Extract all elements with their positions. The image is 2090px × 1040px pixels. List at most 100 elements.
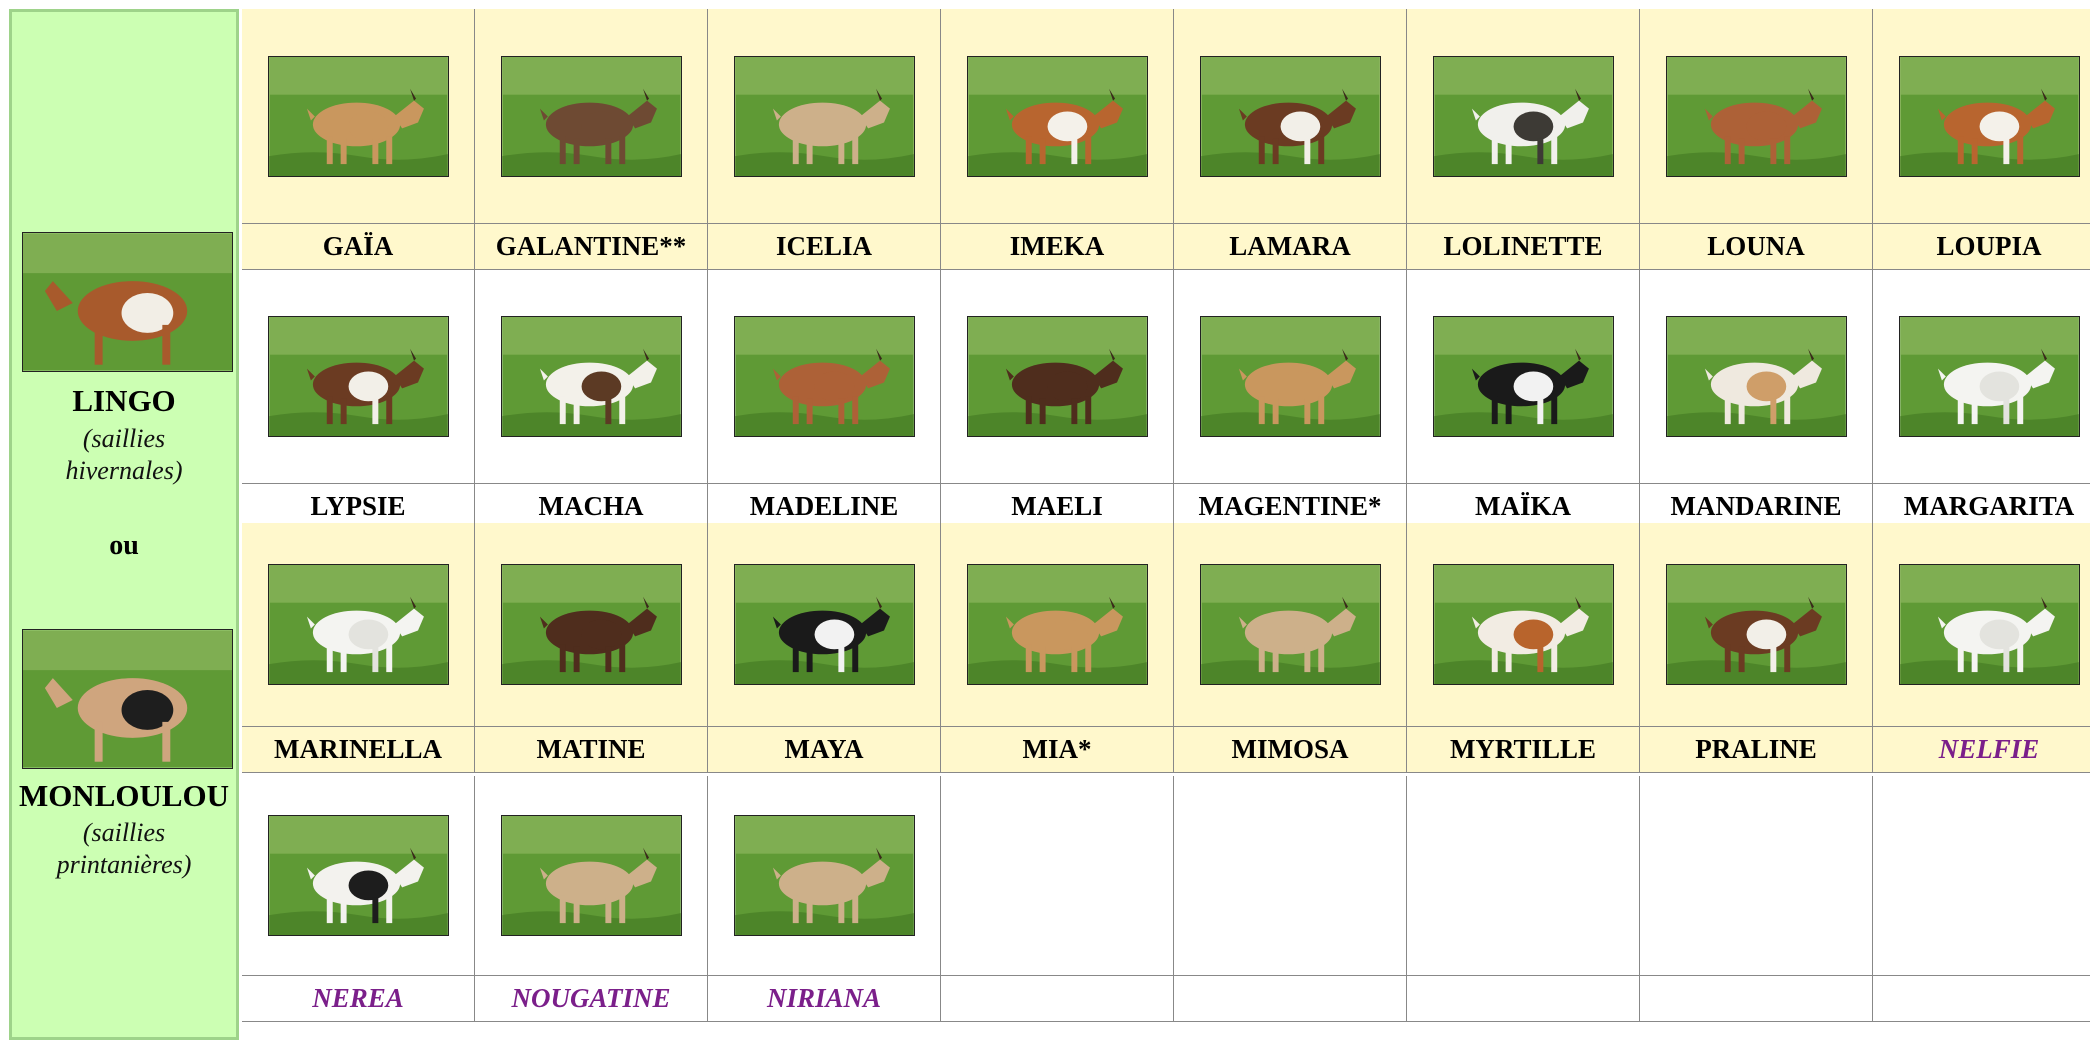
goat-photo-cell — [941, 270, 1174, 484]
goat-photo[interactable] — [966, 55, 1148, 177]
goat-photo[interactable] — [267, 815, 449, 936]
goat-name: MANDARINE — [1640, 484, 1873, 530]
goat-photo[interactable] — [500, 564, 682, 685]
goat-name: MAGENTINE* — [1174, 484, 1407, 530]
goat-name: IMEKA — [941, 224, 1174, 270]
goat-photo[interactable] — [1665, 564, 1847, 685]
goat-photo[interactable] — [1898, 55, 2080, 177]
goat-photo-cell — [242, 270, 475, 484]
buck-monloulou-name: MONLOULOU — [18, 778, 230, 813]
goat-photo[interactable] — [1665, 55, 1847, 177]
goat-photo-cell — [708, 776, 941, 976]
goat-photo[interactable] — [500, 316, 682, 437]
goat-name: ICELIA — [708, 224, 941, 270]
goat-grid: GAÏA GALANTINE** ICELIA — [242, 9, 2090, 1040]
goat-photo-cell — [1407, 523, 1640, 727]
buck-lingo-name: LINGO — [72, 383, 176, 418]
empty-cell — [1873, 976, 2090, 1022]
goat-photo-cell — [1407, 270, 1640, 484]
empty-cell — [941, 776, 1174, 976]
goat-photo-cell — [1873, 9, 2090, 224]
goat-name: GALANTINE** — [475, 224, 708, 270]
goat-photo-cell — [475, 270, 708, 484]
goat-photo[interactable] — [733, 815, 915, 936]
goat-photo[interactable] — [267, 55, 449, 177]
goat-photo-cell — [1873, 270, 2090, 484]
empty-cell — [1640, 976, 1873, 1022]
goat-photo-cell — [708, 9, 941, 224]
goat-photo-cell — [1174, 9, 1407, 224]
goat-name: MARGARITA — [1873, 484, 2090, 530]
goat-name: NIRIANA — [708, 976, 941, 1022]
goat-photo-cell — [708, 270, 941, 484]
goat-name: GAÏA — [242, 224, 475, 270]
buck-lingo-note-line1: (saillies — [82, 424, 166, 453]
goat-photo[interactable] — [733, 564, 915, 685]
goat-photo-cell — [1407, 9, 1640, 224]
goat-photo[interactable] — [267, 316, 449, 437]
goat-photo[interactable] — [966, 564, 1148, 685]
buck-lingo-note-line2: hivernales) — [65, 456, 183, 485]
goat-photo-cell — [1174, 270, 1407, 484]
goat-photo[interactable] — [1432, 55, 1614, 177]
goat-photo-cell — [1873, 523, 2090, 727]
goat-photo-cell — [242, 523, 475, 727]
empty-cell — [1174, 776, 1407, 976]
goat-photo-cell — [475, 523, 708, 727]
buck-monloulou-photo[interactable] — [22, 629, 233, 769]
goat-name: NEREA — [242, 976, 475, 1022]
goat-name: MATINE — [475, 727, 708, 773]
goat-photo-cell — [1640, 9, 1873, 224]
buck-monloulou-note-line1: (saillies — [82, 818, 166, 847]
empty-cell — [1873, 776, 2090, 976]
goat-photo-cell — [1174, 523, 1407, 727]
goat-photo[interactable] — [1199, 316, 1381, 437]
goat-photo-cell — [941, 9, 1174, 224]
empty-cell — [1640, 776, 1873, 976]
goat-photo-cell — [475, 776, 708, 976]
goat-photo[interactable] — [500, 55, 682, 177]
empty-cell — [941, 976, 1174, 1022]
goat-photo[interactable] — [733, 316, 915, 437]
goat-name: NELFIE — [1873, 727, 2090, 773]
goat-photo[interactable] — [1898, 316, 2080, 437]
goat-photo[interactable] — [1199, 564, 1381, 685]
goat-name: MADELINE — [708, 484, 941, 530]
goat-name: LYPSIE — [242, 484, 475, 530]
goat-name: MIMOSA — [1174, 727, 1407, 773]
goat-name: LOLINETTE — [1407, 224, 1640, 270]
goat-name: MARINELLA — [242, 727, 475, 773]
goat-photo[interactable] — [1432, 316, 1614, 437]
buck-separator: ou — [109, 530, 139, 561]
goat-name: MIA* — [941, 727, 1174, 773]
buck-lingo-photo[interactable] — [22, 232, 233, 372]
goat-photo-cell — [708, 523, 941, 727]
empty-cell — [1174, 976, 1407, 1022]
goat-photo[interactable] — [1432, 564, 1614, 685]
goat-name: MYRTILLE — [1407, 727, 1640, 773]
goat-name: MACHA — [475, 484, 708, 530]
goat-photo-cell — [1640, 523, 1873, 727]
goat-photo[interactable] — [500, 815, 682, 936]
goat-photo[interactable] — [267, 564, 449, 685]
goat-photo-cell — [242, 9, 475, 224]
goat-name: MAÏKA — [1407, 484, 1640, 530]
goat-photo-cell — [941, 523, 1174, 727]
goat-photo[interactable] — [1665, 316, 1847, 437]
goat-photo[interactable] — [1898, 564, 2080, 685]
buck-sidebar: LINGO (saillies hivernales) ou MONLOULOU… — [9, 9, 239, 1040]
goat-photo-cell — [242, 776, 475, 976]
goat-photo[interactable] — [966, 316, 1148, 437]
goat-photo[interactable] — [733, 55, 915, 177]
goat-name: LOUPIA — [1873, 224, 2090, 270]
goat-photo-cell — [475, 9, 708, 224]
buck-monloulou-note-line2: printanières) — [56, 850, 192, 879]
goat-name: PRALINE — [1640, 727, 1873, 773]
goat-photo[interactable] — [1199, 55, 1381, 177]
goat-photo-cell — [1640, 270, 1873, 484]
goat-name: LAMARA — [1174, 224, 1407, 270]
empty-cell — [1407, 976, 1640, 1022]
goat-name: MAELI — [941, 484, 1174, 530]
empty-cell — [1407, 776, 1640, 976]
